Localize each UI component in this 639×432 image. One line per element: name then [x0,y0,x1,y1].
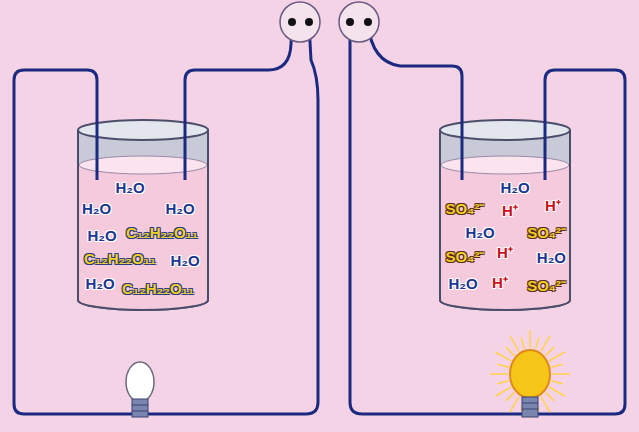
glow-ray [536,337,539,349]
glow-ray [495,387,511,396]
ion-label: H⁺ [502,203,518,218]
glow-ray [551,381,563,384]
molecule-label: H₂O [115,180,144,195]
ion-label: H⁺ [545,198,561,213]
glow-ray [506,347,514,355]
glow-ray [510,336,519,352]
glow-ray [490,373,508,375]
molecule-label: H₂O [82,201,111,216]
molecule-label: C₁₂H₂₂O₁₁ [122,281,194,296]
glow-ray [497,364,509,367]
molecule-label: H₂O [170,253,199,268]
molecule-label: H₂O [85,276,114,291]
glow-ray [552,373,570,375]
glow-ray [506,392,514,400]
ion-label: H⁺ [497,245,513,260]
glow-ray [510,397,519,413]
ion-label: SO₄²⁻ [527,278,566,293]
molecule-label: H₂O [537,250,566,265]
molecule-label: H₂O [165,201,194,216]
glow-ray [529,330,531,348]
glow-ray [549,387,565,396]
molecule-label: H₂O [500,180,529,195]
ion-label: H⁺ [492,275,508,290]
glow-ray [551,364,563,367]
glow-ray [495,352,511,361]
glow-ray [521,337,524,349]
beaker-right [440,120,570,310]
molecule-label: H₂O [465,225,494,240]
ion-label: SO₄²⁻ [527,225,566,240]
wire [14,24,625,414]
glow-ray [549,352,565,361]
glow-ray [546,392,554,400]
ion-label: SO₄²⁻ [446,201,485,216]
molecule-label: C₁₂H₂₂O₁₁ [84,251,156,266]
glow-ray [497,381,509,384]
ion-label: SO₄²⁻ [446,249,485,264]
molecule-label: H₂O [448,276,477,291]
glow-ray [541,397,550,413]
glow-ray [541,336,550,352]
molecule-label: C₁₂H₂₂O₁₁ [126,225,198,240]
glow-ray [546,347,554,355]
bulb-lit [490,330,570,418]
bulb-off [126,362,154,417]
molecule-label: H₂O [87,228,116,243]
power-plug [280,2,379,42]
